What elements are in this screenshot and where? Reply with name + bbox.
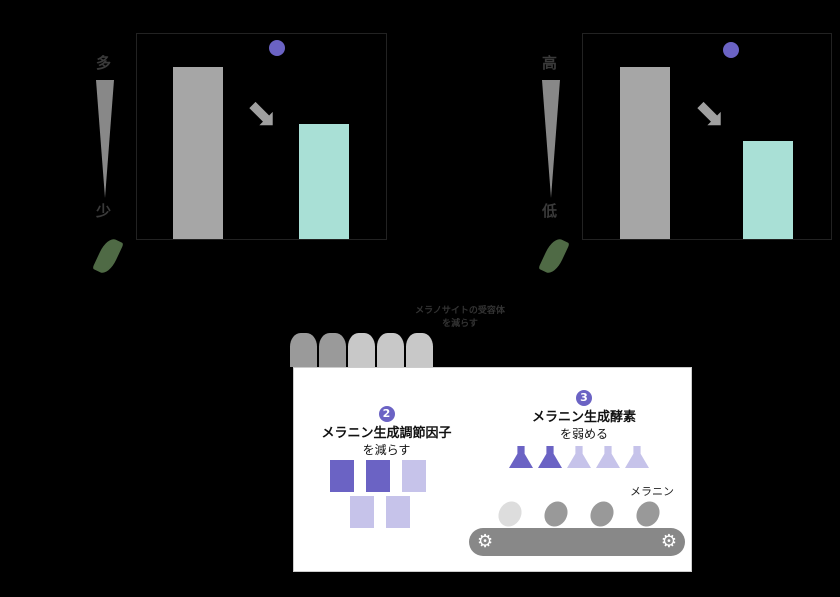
melanin-label: メラニン [630, 485, 674, 498]
mechanism-panel: 2 メラニン生成調節因子 を減らす 3 メラニン生成酵素 を弱める メラニン ⚙ [293, 367, 692, 572]
receptor-row [290, 333, 435, 367]
step3-title: メラニン生成酵素 [531, 410, 636, 425]
melanin-granule [631, 497, 665, 531]
gear-icon: ⚙ [477, 531, 494, 552]
melanin-granule [539, 497, 573, 531]
scale-top-label: 高 [542, 54, 558, 72]
melanin-granule [493, 497, 527, 531]
bar-after [299, 123, 349, 239]
enzyme-lamps [509, 446, 649, 468]
bar-before [620, 67, 670, 239]
bar-before [173, 67, 223, 239]
step3-number: 3 [576, 390, 592, 406]
step-marker [723, 42, 739, 58]
robot-icon [350, 496, 374, 528]
scale-top-label: 多 [96, 54, 112, 72]
gear-icon: ⚙ [660, 531, 677, 552]
bar-chart-amount: ➡ [136, 33, 387, 240]
robot-icon [386, 496, 410, 528]
regulator-robots [330, 460, 440, 528]
scale-bottom-label: 低 [542, 202, 558, 220]
step2-number: 2 [378, 406, 395, 422]
robot-icon [402, 460, 426, 492]
receptor-icon [290, 333, 317, 367]
receptor-icon [377, 333, 404, 367]
lamp-icon [596, 446, 620, 468]
leaf-icon [92, 235, 124, 277]
scale-wedge [542, 80, 560, 198]
lamp-icon [509, 446, 533, 468]
robot-icon [366, 460, 390, 492]
step2-title: メラニン生成調節因子 [321, 426, 452, 441]
bar-chart-level: ➡ [582, 33, 832, 240]
step1-line2: を減らす [442, 319, 478, 329]
receptor-icon [406, 333, 433, 367]
step1-caption: メラノサイトの受容体 を減らす [400, 303, 520, 329]
melanin-granule [585, 497, 619, 531]
melanin-granules [493, 497, 665, 531]
conveyor-belt: ⚙ ⚙ [469, 528, 685, 556]
step1-line1: メラノサイトの受容体 [415, 306, 505, 316]
receptor-icon [319, 333, 346, 367]
down-arrow-icon: ➡ [236, 87, 290, 141]
down-arrow-icon: ➡ [684, 87, 738, 141]
bar-after [743, 140, 793, 239]
step-marker [269, 40, 285, 56]
robot-icon [330, 460, 354, 492]
receptor-icon [348, 333, 375, 367]
step2-subtitle: を減らす [362, 443, 411, 457]
lamp-icon [567, 446, 591, 468]
lamp-icon [538, 446, 562, 468]
step3-subtitle: を弱める [559, 427, 608, 441]
scale-bottom-label: 少 [96, 202, 112, 220]
leaf-icon [538, 235, 570, 277]
scale-wedge [96, 80, 114, 198]
lamp-icon [625, 446, 649, 468]
